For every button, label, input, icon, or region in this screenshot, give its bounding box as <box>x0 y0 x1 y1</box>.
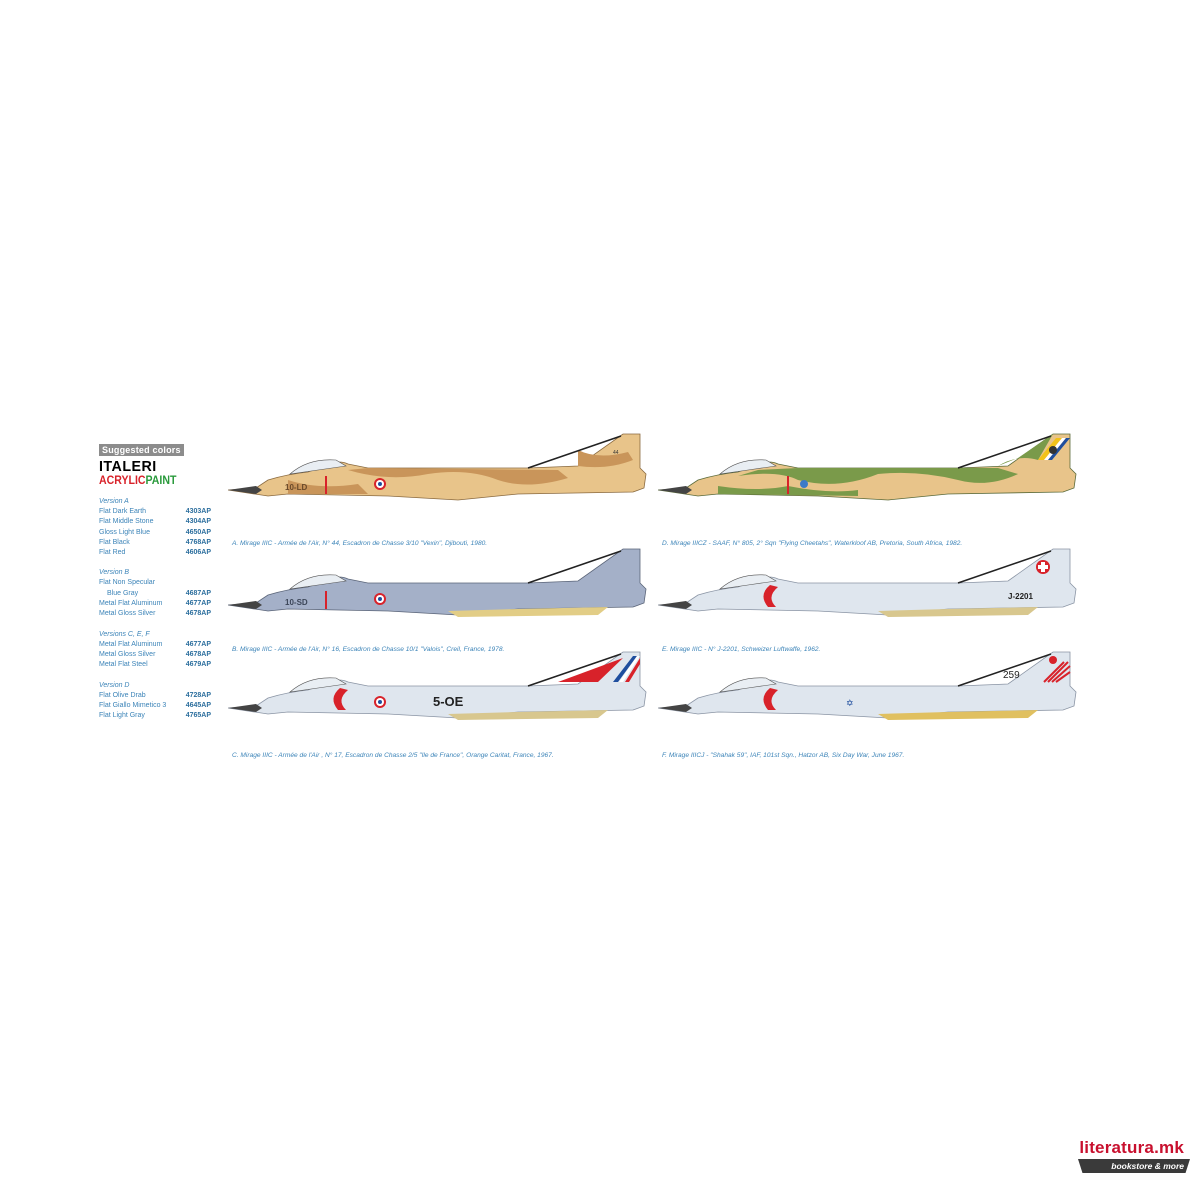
paint-row: Flat Giallo Mimetico 3 4645AP <box>99 701 211 711</box>
suggested-colors-label: Suggested colors <box>99 444 184 456</box>
paint-row: Flat Light Gray 4765AP <box>99 711 211 721</box>
profile-f-caption: F. Mirage IIICJ - "Shahak 59", IAF, 101s… <box>662 752 905 759</box>
paint-row: Flat Olive Drab 4728AP <box>99 691 211 701</box>
svg-text:J-2201: J-2201 <box>1008 592 1033 601</box>
paint-name: Flat Middle Stone <box>99 518 154 526</box>
paint-row: Flat Red 4606AP <box>99 548 211 558</box>
aircraft-profile-f: ✡ 259 <box>658 651 1077 720</box>
legend-group-b: Version B Flat Non Specular Blue Gray 468… <box>99 568 211 619</box>
paint-row: Flat Dark Earth 4303AP <box>99 507 211 517</box>
profile-b-caption: B. Mirage IIIC - Armée de l'Air, N° 16, … <box>232 646 505 653</box>
paint-row: Metal Gloss Silver 4678AP <box>99 609 211 619</box>
acrylic-paint-logo: ACRYLICPAINT <box>99 474 198 487</box>
paint-code: 4303AP <box>185 508 211 515</box>
paint-code: 4728AP <box>185 691 211 699</box>
group-title: Version A <box>99 498 129 505</box>
paint-name: Flat Light Gray <box>99 712 145 720</box>
paint-name: Flat Red <box>99 549 126 557</box>
paint-name: Flat Giallo Mimetico 3 <box>99 701 167 709</box>
svg-text:10-SD: 10-SD <box>285 598 308 607</box>
aircraft-profile-b: 10-SD <box>228 548 647 617</box>
paint-name: Gloss Light Blue <box>99 528 150 536</box>
legend-group-cef: Versions C, E, F Metal Flat Aluminum 4677… <box>99 630 211 671</box>
watermark-title: literatura.mk <box>1079 1138 1184 1157</box>
paint-name: Flat Olive Drab <box>99 691 146 699</box>
color-legend: Suggested colors ITALERI ACRYLICPAINT Ve… <box>99 440 211 721</box>
svg-text:44: 44 <box>613 450 619 456</box>
acrylic-text: ACRYLIC <box>99 473 146 487</box>
profile-d-caption: D. Mirage IIICZ - SAAF, N° 805, 2° Sqn "… <box>662 540 963 547</box>
paint-code: 4650AP <box>185 528 211 536</box>
paint-row: Metal Gloss Silver 4678AP <box>99 650 211 660</box>
paint-name: Flat Non Specular <box>99 579 156 587</box>
group-title: Versions C, E, F <box>99 630 150 638</box>
svg-text:✡: ✡ <box>846 699 854 709</box>
profile-c-caption: C. Mirage IIIC - Armée de l'Air , N° 17,… <box>232 752 554 759</box>
legend-group-a: Version A Flat Dark Earth 4303AP Flat Mid… <box>99 497 211 558</box>
group-title: Version D <box>99 681 130 689</box>
svg-text:5-OE: 5-OE <box>433 694 464 709</box>
paint-row: Flat Non Specular <box>99 578 211 588</box>
paint-code: 4677AP <box>185 600 211 608</box>
profile-a-caption: A. Mirage IIIC - Armée de l'Air, N° 44, … <box>232 540 488 547</box>
paint-code: 4679AP <box>185 661 211 669</box>
svg-text:259: 259 <box>1003 670 1020 681</box>
paint-row: Metal Flat Steel 4679AP <box>99 660 211 670</box>
svg-text:10-LD: 10-LD <box>285 483 307 492</box>
paint-name: Metal Gloss Silver <box>99 610 156 618</box>
literatura-watermark: literatura.mk bookstore & more <box>1060 1138 1190 1173</box>
paint-code: 4677AP <box>185 640 211 648</box>
paint-code: 4645AP <box>185 701 211 709</box>
paint-name: Flat Black <box>99 538 130 546</box>
paint-name: Flat Dark Earth <box>99 508 147 515</box>
paint-code: 4606AP <box>185 549 211 557</box>
profile-e-caption: E. Mirage IIIC - N° J-2201, Schweizer Lu… <box>662 646 821 653</box>
paint-name: Metal Flat Aluminum <box>99 640 163 648</box>
paint-code: 4687AP <box>185 589 211 597</box>
paint-row: Metal Flat Aluminum 4677AP <box>99 640 211 650</box>
paint-code: 4678AP <box>185 650 211 658</box>
paint-code: 4765AP <box>185 712 211 720</box>
paint-row: Flat Middle Stone 4304AP <box>99 517 211 527</box>
aircraft-profile-c: 5-OE <box>228 651 647 720</box>
paint-code: 4678AP <box>185 610 211 618</box>
paint-row: Gloss Light Blue 4650AP <box>99 528 211 538</box>
watermark-subtitle: bookstore & more <box>1078 1159 1190 1173</box>
paint-code: 4768AP <box>185 538 211 546</box>
legend-group-d: Version D Flat Olive Drab 4728AP Flat Gia… <box>99 681 211 722</box>
paint-row: Blue Gray 4687AP <box>99 589 211 599</box>
paint-row: Flat Black 4768AP <box>99 538 211 548</box>
paint-code: 4304AP <box>185 518 211 526</box>
group-title: Version B <box>99 569 130 577</box>
paint-name: Metal Flat Steel <box>99 661 148 669</box>
aircraft-profile-e: J-2201 <box>658 548 1077 617</box>
italeri-logo: ITALERI <box>99 458 157 475</box>
aircraft-profile-d <box>658 433 1077 501</box>
paint-text: PAINT <box>145 473 177 487</box>
paint-name: Blue Gray <box>107 589 139 597</box>
aircraft-profile-a: 10-LD 44 <box>228 433 647 501</box>
paint-name: Metal Flat Aluminum <box>99 600 163 608</box>
paint-row: Metal Flat Aluminum 4677AP <box>99 599 211 609</box>
paint-name: Metal Gloss Silver <box>99 650 156 658</box>
